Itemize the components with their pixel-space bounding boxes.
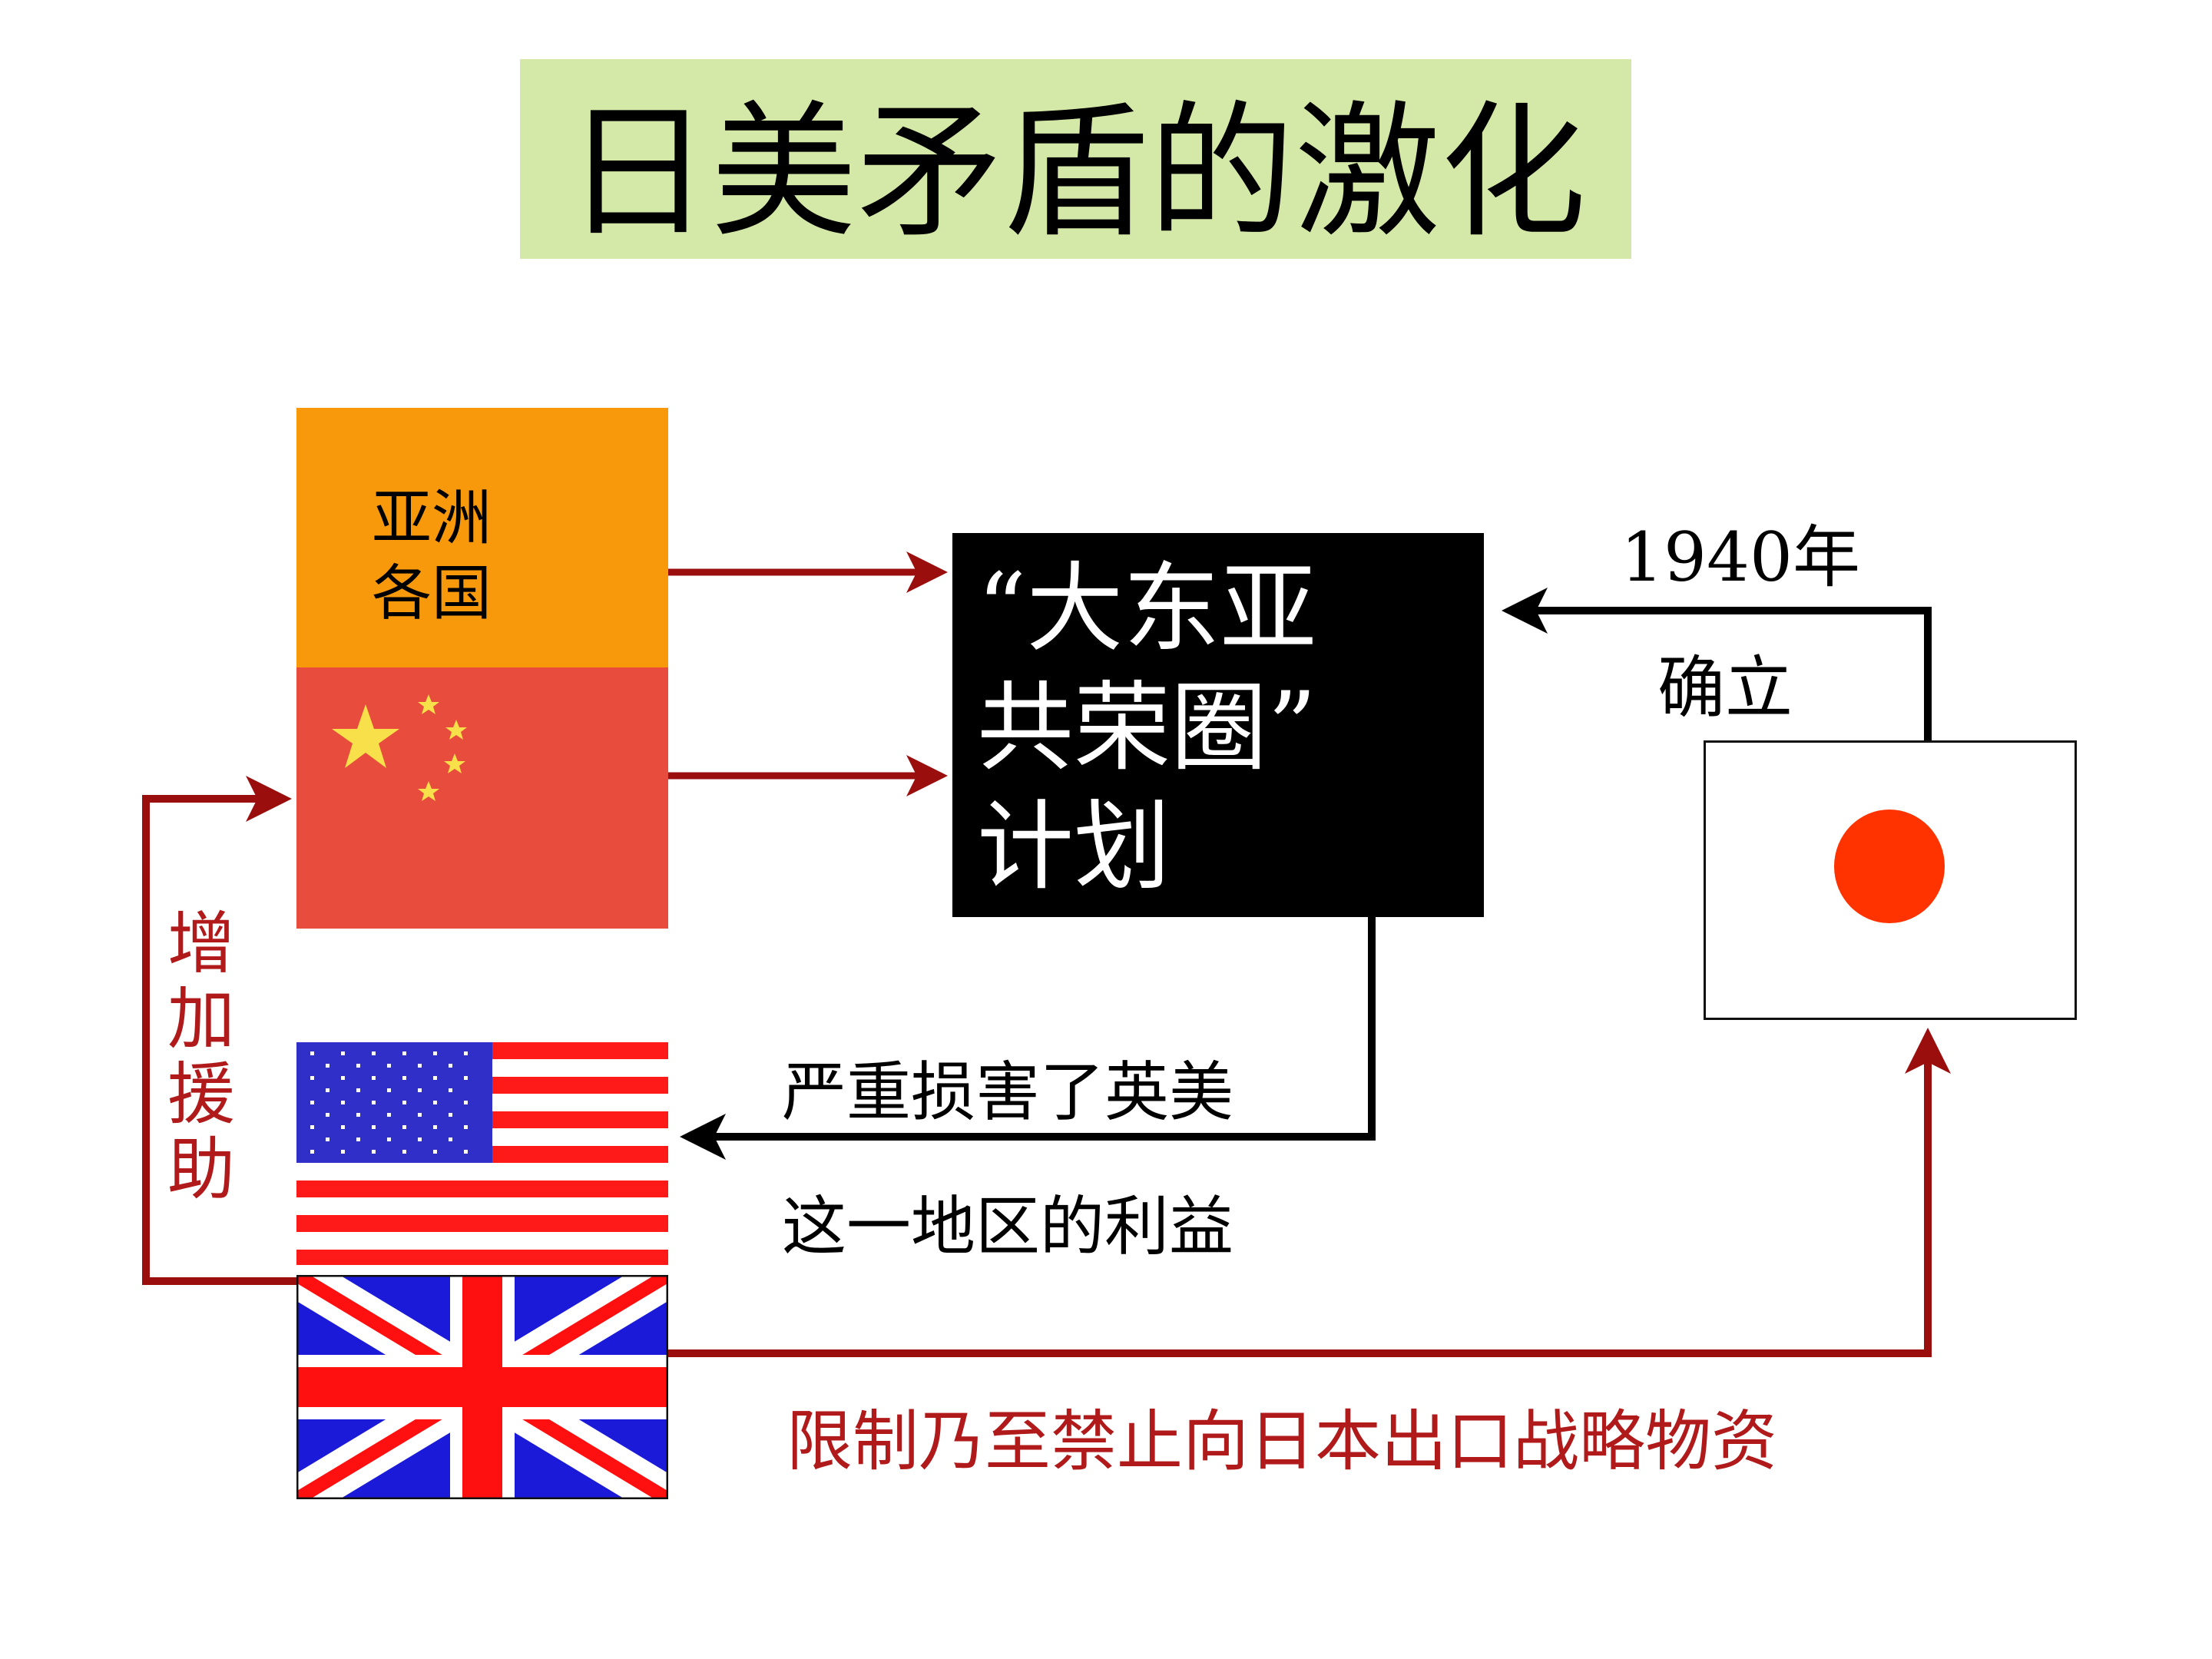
arrow-uk-to-japan — [668, 1028, 1951, 1357]
us-flag-star — [464, 1076, 468, 1080]
us-flag-star — [402, 1076, 406, 1080]
us-flag-star — [418, 1113, 422, 1117]
us-flag-star — [372, 1076, 376, 1080]
us-flag-star — [449, 1137, 452, 1141]
arrow-japan-to-plan — [1502, 588, 1932, 740]
us-flag-star — [341, 1125, 345, 1129]
china-flag — [296, 667, 668, 929]
us-flag-star — [310, 1125, 314, 1129]
us-flag-star — [387, 1113, 391, 1117]
title-background — [520, 59, 1631, 259]
us-flag-star — [326, 1088, 329, 1092]
us-flag-star — [310, 1101, 314, 1104]
us-flag-star — [464, 1150, 468, 1154]
us-flag-star — [356, 1137, 360, 1141]
asia-countries-box — [296, 408, 668, 669]
page-title: 日美矛盾的激化 — [565, 87, 1587, 257]
us-flag-star — [372, 1150, 376, 1154]
japan-flag-sun — [1834, 810, 1945, 923]
establish-label: 确立 — [1657, 648, 1793, 727]
us-flag-star — [341, 1051, 345, 1055]
us-flag-star — [326, 1113, 329, 1117]
us-flag-star — [464, 1125, 468, 1129]
china-flag-small-star-3 — [444, 753, 465, 773]
us-flag-star — [326, 1064, 329, 1068]
greater-east-asia-plan-text: “大东亚 共荣圈” 计划 — [977, 552, 1317, 903]
us-flag-star — [402, 1101, 406, 1104]
us-flag-star — [387, 1137, 391, 1141]
us-flag-star — [372, 1101, 376, 1104]
us-flag-canton — [296, 1042, 492, 1163]
damage-text-line-2: 这一地区的利益 — [782, 1189, 1234, 1264]
arrow-plan-to-us — [680, 917, 1376, 1160]
us-flag-star — [402, 1150, 406, 1154]
us-flag-star — [402, 1125, 406, 1129]
china-flag-small-star-1 — [418, 694, 439, 714]
china-flag-small-star-4 — [418, 781, 439, 801]
us-flag-star — [449, 1088, 452, 1092]
year-label: 1940年 — [1621, 518, 1860, 597]
us-flag-star — [387, 1064, 391, 1068]
us-flag-star — [402, 1051, 406, 1055]
us-flag-star — [326, 1137, 329, 1141]
us-flag-star — [433, 1101, 437, 1104]
us-flag-star — [449, 1064, 452, 1068]
us-flag-star — [464, 1051, 468, 1055]
us-flag-star — [310, 1076, 314, 1080]
us-flag-star — [310, 1150, 314, 1154]
us-flag-star — [449, 1113, 452, 1117]
china-flag-small-star-2 — [445, 720, 467, 740]
us-flag-star — [464, 1101, 468, 1104]
us-flag-star — [356, 1088, 360, 1092]
damage-text-line-1: 严重损害了英美 — [782, 1055, 1234, 1130]
uk-flag — [296, 1275, 668, 1499]
us-flag-star — [433, 1076, 437, 1080]
us-flag-star — [372, 1125, 376, 1129]
greater-east-asia-plan-box — [952, 533, 1484, 917]
us-flag-star — [387, 1088, 391, 1092]
us-flag-star — [356, 1113, 360, 1117]
china-flag-big-star — [332, 704, 399, 768]
us-flag-star — [433, 1150, 437, 1154]
asia-label-line-2: 各国 — [372, 559, 492, 628]
increase-aid-label: 增加援助 — [167, 904, 236, 1209]
us-flag-star — [372, 1051, 376, 1055]
us-flag-star — [341, 1101, 345, 1104]
us-flag-star — [433, 1051, 437, 1055]
us-flag-star — [418, 1137, 422, 1141]
us-flag-star — [310, 1051, 314, 1055]
us-flag — [296, 1042, 668, 1265]
asia-countries-label: 亚洲 各国 — [372, 481, 492, 631]
us-flag-star — [341, 1150, 345, 1154]
us-flag-star — [418, 1064, 422, 1068]
us-flag-star — [418, 1088, 422, 1092]
china-flag-stars — [332, 694, 467, 801]
arrow-aid-to-china — [142, 776, 296, 1285]
export-restriction-label: 限制乃至禁止向日本出口战略物资 — [786, 1403, 1777, 1480]
us-flag-star — [433, 1125, 437, 1129]
asia-label-line-1: 亚洲 — [372, 484, 492, 553]
us-flag-star — [341, 1076, 345, 1080]
us-flag-star — [356, 1064, 360, 1068]
